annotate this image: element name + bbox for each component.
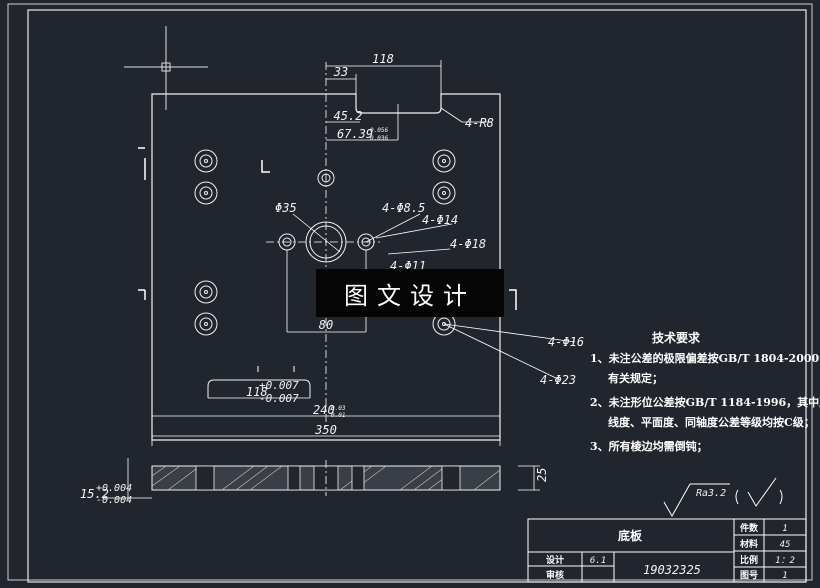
dim-15-2-tol-upper: +0.004	[96, 483, 132, 494]
dim-67-39-tol-upper: 0.056	[370, 127, 388, 134]
dim-4-phi16: 4-Φ16	[548, 335, 584, 349]
sheet-value: 1	[782, 571, 787, 581]
notes-title: 技术要求	[652, 330, 701, 345]
design-label: 设计	[546, 554, 564, 566]
qty-value: 1	[782, 524, 787, 534]
dim-118-bottom: 118	[246, 385, 268, 399]
dim-4-r8: 4-R8	[465, 116, 494, 130]
inner-frame	[27, 9, 807, 583]
drawing-number: 19032325	[643, 563, 701, 577]
dim-15-2: 15.2	[80, 487, 109, 501]
dim-118: 118	[372, 52, 394, 66]
center-lines	[266, 62, 380, 430]
dim-240: 240	[313, 403, 335, 417]
dim-4-phi18: 4-Φ18	[450, 237, 486, 251]
qty-label: 件数	[740, 522, 759, 534]
dim-15-2-tol-lower: -0.004	[96, 495, 132, 506]
watermark-banner: 图文设计	[316, 269, 504, 317]
material-value: 45	[780, 540, 791, 550]
dim-67-39-tol-lower: 0.036	[370, 135, 388, 142]
notes-line-1: 1、未注公差的极限偏差按GB/T 1804-2000中	[590, 351, 820, 365]
dim-4-phi8-5: 4-Φ8.5	[382, 201, 425, 215]
dim-240-tol-upper: 0.03	[331, 405, 346, 412]
bottom-dimension-lines	[151, 397, 501, 446]
dim-118-tol-upper: +0.007	[259, 379, 299, 392]
section-view	[104, 458, 540, 500]
roughness-value: Ra3.2	[696, 488, 726, 499]
dim-45-2: 45.2	[334, 109, 363, 123]
dim-25: 25	[535, 468, 549, 482]
sheet-label: 图号	[740, 570, 758, 581]
outer-frame	[7, 3, 813, 581]
dim-350: 350	[314, 423, 337, 437]
notes-line-3: 3、所有棱边均需倒钝；	[590, 439, 708, 453]
top-dimension-lines	[326, 60, 492, 141]
bottom-relief	[207, 379, 311, 398]
hole-leaders	[286, 213, 576, 381]
relief-marks	[257, 366, 295, 372]
plate-outline	[151, 93, 501, 441]
notes-line-1b: 有关规定；	[608, 371, 663, 385]
part-name: 底板	[618, 528, 643, 543]
section-marks	[138, 147, 517, 310]
dim-33: 33	[333, 65, 348, 79]
dim-240-tol-lower: 0.01	[331, 412, 345, 419]
roughness-symbol	[663, 477, 783, 518]
title-block	[527, 518, 807, 583]
dim-118-tol-lower: -0.007	[259, 392, 299, 405]
review-label: 审核	[546, 569, 564, 581]
scale-label: 比例	[740, 554, 758, 566]
dim-80: 80	[319, 318, 333, 332]
dim-phi35: Φ35	[275, 201, 297, 215]
design-value: 6.1	[590, 556, 606, 566]
ucs-crosshair	[124, 26, 208, 110]
dim-4-phi14: 4-Φ14	[422, 213, 458, 227]
notes-line-2: 2、未注形位公差按GB/T 1184-1996，其中直	[590, 395, 820, 409]
notes-line-2b: 线度、平面度、同轴度公差等级均按C级；	[608, 415, 815, 429]
dim-67-39: 67.39	[337, 127, 373, 141]
material-label: 材料	[739, 538, 758, 550]
dim-4-phi23: 4-Φ23	[540, 373, 576, 387]
scale-value: 1：2	[775, 556, 795, 566]
